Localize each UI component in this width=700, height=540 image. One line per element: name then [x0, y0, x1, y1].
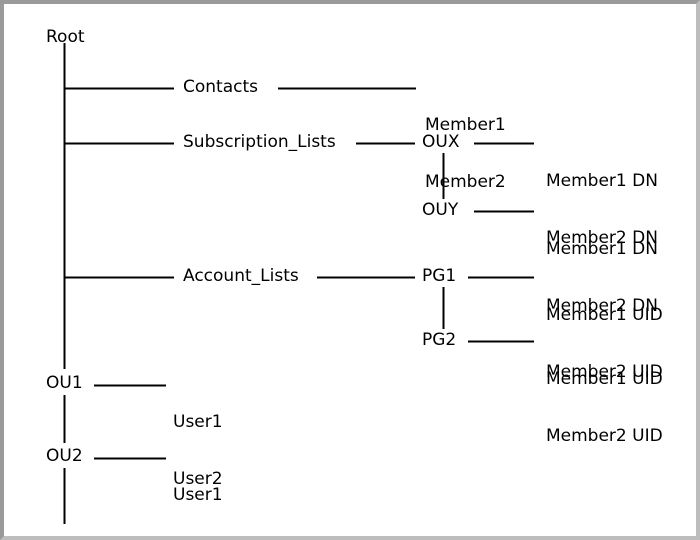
leaf-line: Member2 UID [546, 362, 663, 382]
leaf-line: Member1 UID [546, 369, 663, 389]
node-account-lists[interactable]: Account_Lists [183, 266, 299, 286]
leaf-line: User2 [173, 469, 223, 489]
leaf-line: Member1 DN [546, 171, 658, 191]
leaf-line: User1 [173, 485, 223, 505]
leaf-ou1-users: User1 User2 [173, 375, 223, 527]
leaf-ouy-members: Member1 DN Member2 DN [546, 202, 658, 354]
node-contacts[interactable]: Contacts [183, 77, 258, 97]
leaf-line: Member2 [425, 172, 506, 192]
leaf-line: Member1 UID [546, 305, 663, 325]
node-pg1[interactable]: PG1 [422, 266, 457, 286]
node-root[interactable]: Root [46, 27, 85, 47]
leaf-ou2-users: User1 User2 [173, 448, 223, 536]
diagram-canvas: Root Contacts Subscription_Lists Account… [4, 4, 696, 536]
leaf-line: Member2 DN [546, 296, 658, 316]
node-subscription-lists[interactable]: Subscription_Lists [183, 132, 336, 152]
leaf-contacts-members: Member1 Member2 [425, 78, 506, 230]
node-ou2[interactable]: OU2 [46, 446, 83, 466]
leaf-line: User1 [173, 412, 223, 432]
leaf-line: Member1 [425, 115, 506, 135]
leaf-line: Member2 DN [546, 228, 658, 248]
leaf-pg1-members: Member1 UID Member2 UID [546, 268, 663, 420]
node-oux[interactable]: OUX [422, 132, 460, 152]
node-ouy[interactable]: OUY [422, 200, 459, 220]
leaf-line: Member2 UID [546, 426, 663, 446]
leaf-oux-members: Member1 DN Member2 DN [546, 134, 658, 286]
leaf-pg2-members: Member1 UID Member2 UID [546, 332, 663, 484]
leaf-line: Member1 DN [546, 239, 658, 259]
node-pg2[interactable]: PG2 [422, 330, 457, 350]
node-ou1[interactable]: OU1 [46, 373, 83, 393]
tree-connector-lines [63, 43, 534, 524]
